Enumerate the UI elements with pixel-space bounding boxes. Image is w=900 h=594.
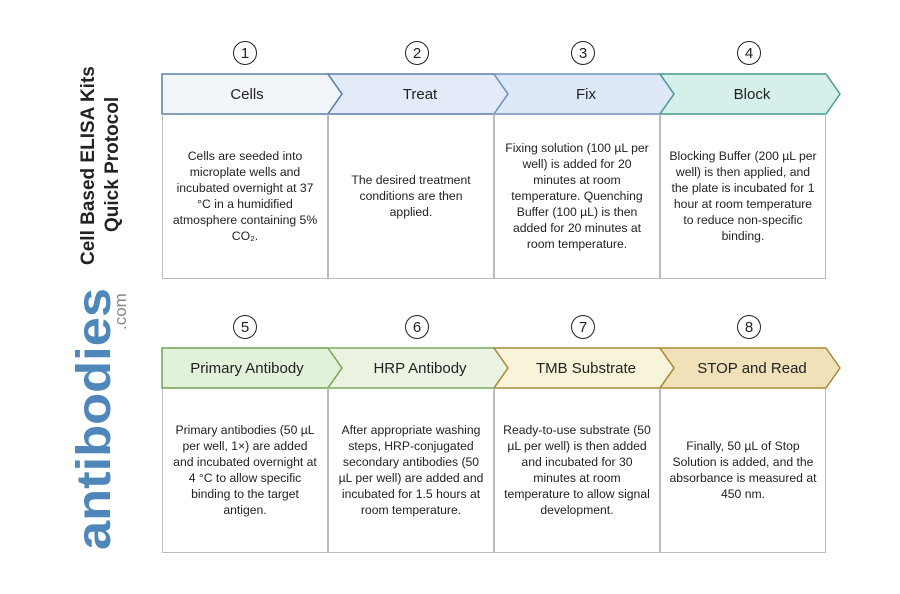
- step-number: 6: [405, 315, 429, 339]
- title-line2: Quick Protocol: [102, 97, 123, 232]
- step-description: Fixing solution (100 µL per well) is add…: [494, 114, 660, 279]
- step-number: 2: [405, 41, 429, 65]
- step-label: Block: [733, 85, 771, 103]
- step-label: Primary Antibody: [190, 359, 304, 377]
- step-label: Fix: [576, 85, 596, 103]
- step-arrow-4: [658, 73, 841, 115]
- step-description: Ready-to-use substrate (50 µL per well) …: [494, 388, 660, 553]
- step-number: 1: [233, 41, 257, 65]
- step-number: 8: [737, 315, 761, 339]
- step-label: Treat: [402, 85, 438, 103]
- logo: antibodies: [68, 288, 121, 550]
- step-description: Finally, 50 µL of Stop Solution is added…: [660, 388, 826, 553]
- step-description: Blocking Buffer (200 µL per well) is the…: [660, 114, 826, 279]
- step-label: STOP and Read: [697, 359, 807, 377]
- title-line1: Cell Based ELISA Kits: [78, 66, 99, 265]
- step-description: Primary antibodies (50 µL per well, 1×) …: [162, 388, 328, 553]
- step-label: TMB Substrate: [535, 359, 637, 377]
- step-label: Cells: [230, 85, 264, 103]
- step-number: 7: [571, 315, 595, 339]
- step-label: HRP Antibody: [373, 359, 467, 377]
- step-description: Cells are seeded into microplate wells a…: [162, 114, 328, 279]
- logo-suffix: .com: [111, 293, 130, 330]
- side-title: Cell Based ELISA Kits Quick Protocol ant…: [68, 66, 130, 550]
- step-number: 4: [737, 41, 761, 65]
- step-description: The desired treatment conditions are the…: [328, 114, 494, 279]
- step-number: 5: [233, 315, 257, 339]
- step-description: After appropriate washing steps, HRP-con…: [328, 388, 494, 553]
- step-number: 3: [571, 41, 595, 65]
- step-arrow-8: [658, 347, 841, 389]
